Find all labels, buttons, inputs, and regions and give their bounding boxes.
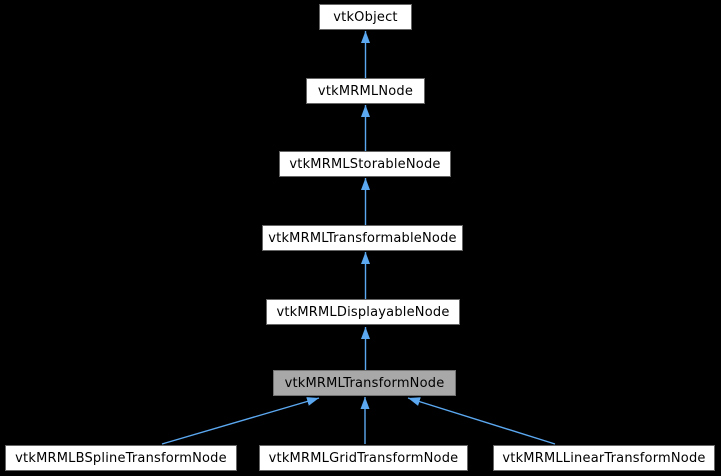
- class-node-vtkmrmlbsplinetransformnode[interactable]: vtkMRMLBSplineTransformNode: [5, 445, 237, 471]
- edge-vtkmrmlbsplinetransformnode-to-vtkmrmltransformnode: [161, 397, 320, 445]
- class-node-vtkmrmltransformablenode[interactable]: vtkMRMLTransformableNode: [262, 225, 463, 251]
- class-node-vtkmrmltransformnode-current: vtkMRMLTransformNode: [273, 370, 456, 396]
- class-node-vtkobject[interactable]: vtkObject: [319, 4, 412, 30]
- class-node-vtkmrmlgridtransformnode[interactable]: vtkMRMLGridTransformNode: [259, 445, 468, 471]
- edge-vtkmrmllineartransformnode-to-vtkmrmltransformnode: [407, 397, 556, 445]
- class-node-vtkmrmlnode[interactable]: vtkMRMLNode: [306, 78, 425, 104]
- class-node-vtkmrmllineartransformnode[interactable]: vtkMRMLLinearTransformNode: [493, 445, 715, 471]
- class-node-vtkmrmldisplayablenode[interactable]: vtkMRMLDisplayableNode: [266, 299, 460, 325]
- class-node-vtkmrmlstorablenode[interactable]: vtkMRMLStorableNode: [279, 151, 451, 177]
